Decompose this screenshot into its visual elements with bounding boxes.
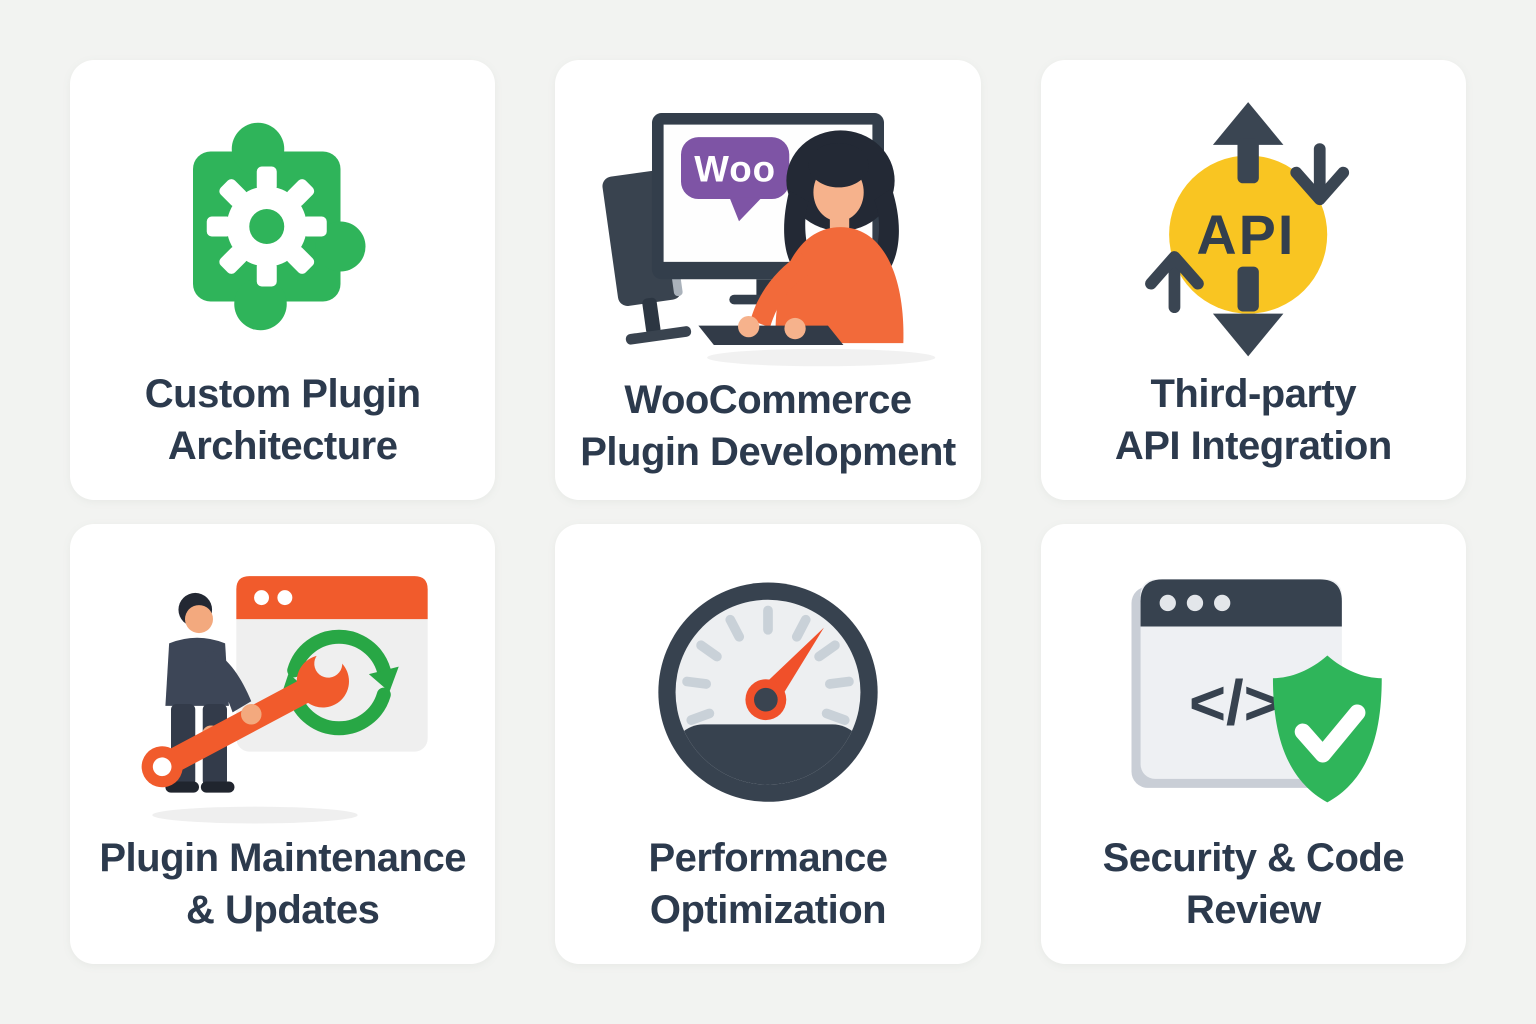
card-woocommerce-plugin-development: Woo WooCommerce: [555, 60, 981, 500]
label-line: Plugin Development: [580, 430, 956, 474]
api-badge-text: API: [1196, 204, 1295, 266]
label-line: Review: [1185, 888, 1321, 932]
icon-box: Woo: [561, 84, 974, 374]
icon-box: [561, 548, 974, 832]
gauge-needle: [745, 627, 824, 721]
card-label: Performance Optimization: [648, 832, 888, 936]
woocommerce-developer-illustration: Woo: [602, 113, 936, 367]
label-line: Plugin Maintenance: [99, 836, 466, 880]
api-arrows-icon: API: [1144, 102, 1349, 357]
woo-speech-bubble: Woo: [680, 137, 790, 222]
label-line: Security & Code: [1102, 836, 1405, 880]
woo-bubble-text: Woo: [694, 149, 776, 190]
developer-person: [698, 130, 904, 345]
label-line: Third-party: [1150, 372, 1357, 416]
code-glyph: </>: [1189, 668, 1281, 738]
card-third-party-api-integration: API Third-party API Integrati: [1040, 60, 1466, 500]
card-label: Plugin Maintenance & Updates: [99, 832, 466, 936]
card-plugin-maintenance-updates: Plugin Maintenance & Updates: [70, 524, 496, 964]
card-custom-plugin-architecture: Custom Plugin Architecture: [70, 60, 496, 500]
card-label: Security & Code Review: [1102, 832, 1405, 936]
label-line: WooCommerce: [624, 378, 912, 422]
shield-check-icon: [1273, 655, 1383, 803]
speedometer-icon: [658, 582, 878, 802]
icon-box: </>: [1047, 548, 1460, 832]
wrench-icon: [141, 649, 349, 788]
icon-box: API: [1047, 84, 1460, 368]
card-performance-optimization: Performance Optimization: [555, 524, 981, 964]
card-label: Custom Plugin Architecture: [145, 368, 421, 472]
puzzle-gear-icon: [192, 122, 366, 330]
label-line: API Integration: [1114, 424, 1392, 468]
card-label: Third-party API Integration: [1115, 368, 1392, 472]
code-shield-icon: </>: [1131, 579, 1383, 803]
card-label: WooCommerce Plugin Development: [580, 374, 956, 478]
wrench-refresh-illustration: [141, 576, 428, 824]
label-line: Custom Plugin: [144, 372, 421, 416]
label-line: & Updates: [186, 888, 380, 932]
label-line: Architecture: [167, 424, 398, 468]
icon-box: [76, 548, 489, 832]
card-security-code-review: </> Security & Code Review: [1040, 524, 1466, 964]
up-arrow-icon: [1212, 102, 1284, 184]
label-line: Performance: [648, 836, 888, 880]
label-line: Optimization: [649, 888, 887, 932]
icon-box: [76, 84, 489, 368]
down-arrow-icon: [1212, 266, 1284, 357]
gauge-ticks: [682, 605, 854, 725]
